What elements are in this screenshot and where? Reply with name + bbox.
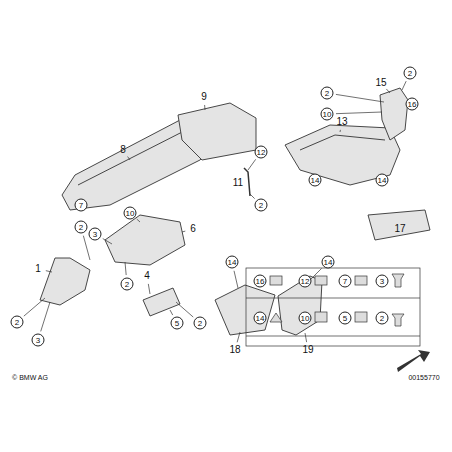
callout-number: 4 [143,270,151,282]
callout-number: 10 [124,207,137,220]
callout-number: 2 [75,221,88,234]
callout-number: 8 [119,144,127,156]
callout-number: 18 [228,344,241,356]
leader-line [46,271,52,272]
callout-number: 7 [75,199,88,212]
callout-number: 12 [255,146,268,159]
leader-line [204,105,205,110]
leader-line [148,284,150,294]
callout-number: 15 [374,77,387,89]
callout-number: 14 [309,174,322,187]
callout-number: 2 [321,87,334,100]
direction-arrow [397,350,430,372]
heat-shield-9 [178,103,256,160]
callout-number: 10 [299,312,312,325]
callout-number: 3 [89,228,102,241]
callout-number: 16 [254,275,267,288]
callout-number: 6 [189,223,197,235]
callout-number: 17 [393,223,406,235]
callout-number: 2 [194,317,207,330]
leader-line [176,302,193,317]
leader-line [386,89,390,93]
fastener-icons [270,274,404,326]
leader-line [170,310,173,315]
leader-line [305,333,307,342]
callout-number: 5 [339,312,352,325]
callout-number: 10 [321,108,334,121]
callout-number: 3 [32,334,45,347]
leader-line [137,219,140,222]
leader-line [340,130,341,132]
callout-number: 14 [322,256,335,269]
leader-line [83,236,90,260]
leader-line [250,194,255,199]
callout-number: 12 [299,275,312,288]
leader-line [125,262,126,275]
leader-line [248,159,256,170]
callout-number: 2 [376,312,389,325]
heat-shield-6 [105,215,185,265]
leader-line [336,94,384,102]
leader-line [128,157,130,160]
heat-shield-15 [380,88,408,140]
callout-number: 14 [376,174,389,187]
leader-line [402,81,406,90]
callout-number: 11 [232,177,244,189]
leader-line [41,302,50,331]
callout-number: 9 [200,91,208,103]
callout-number: 14 [226,256,239,269]
copyright-note: © BMW AG [12,374,48,381]
callout-number: 14 [254,312,267,325]
heat-shield-1 [40,258,90,305]
heat-shield-17 [368,210,430,240]
callout-number: 16 [406,98,419,111]
bracket-4 [143,288,180,316]
callout-number: 3 [376,275,389,288]
leader-line [310,268,322,280]
shield-rib [300,135,385,150]
heat-shield-18 [215,285,275,335]
callout-number: 2 [121,278,134,291]
leader-line [237,332,240,342]
callout-number: 2 [11,316,24,329]
leader-line [103,239,112,244]
bracket-11 [244,168,250,196]
leader-line [24,298,45,316]
leader-line [234,271,238,288]
callout-number: 19 [301,344,314,356]
callout-number: 2 [255,199,268,212]
leader-line [182,231,185,233]
leader-line [336,112,382,114]
callout-number: 5 [171,317,184,330]
callout-number: 2 [404,67,417,80]
callout-number: 7 [339,275,352,288]
callout-number: 1 [34,263,42,275]
copyright-note: 00155770 [408,374,439,381]
fastener-table [246,268,420,346]
callout-number: 13 [335,116,348,128]
